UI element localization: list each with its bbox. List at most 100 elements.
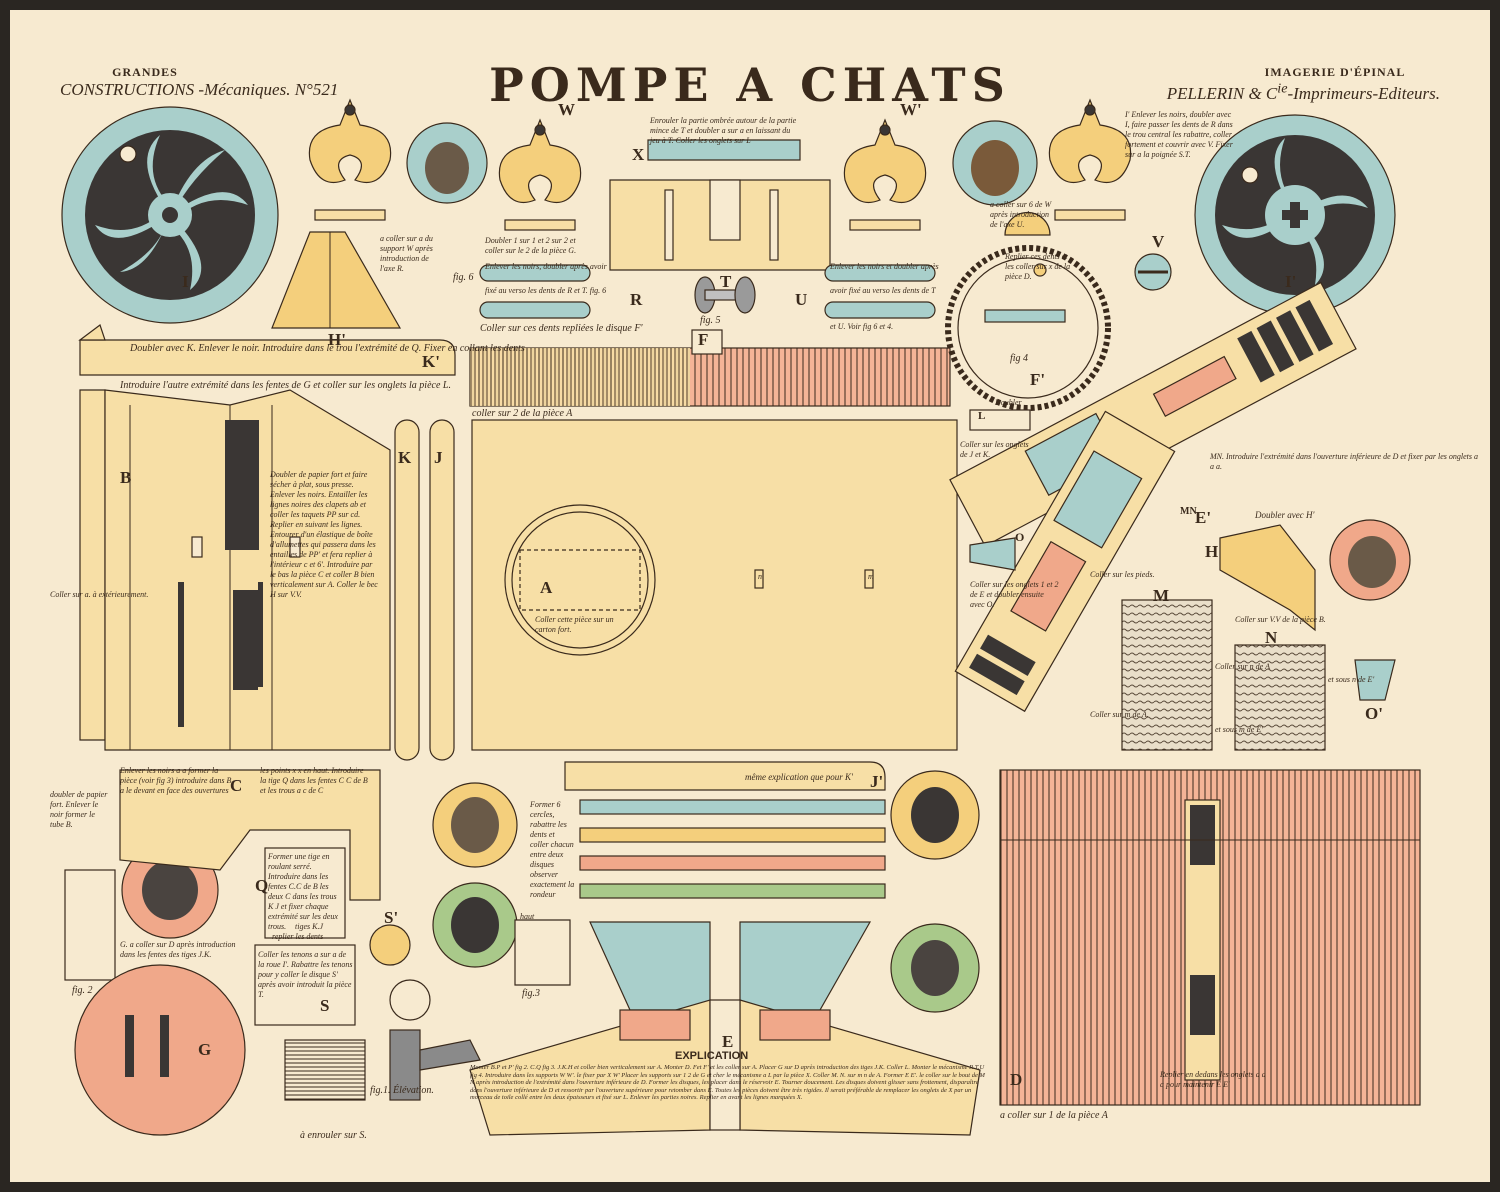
caption-coller-n-e2: et sous n de E'	[1328, 675, 1375, 684]
caption-coller-m-a: Coller sur m de A.	[1090, 710, 1149, 719]
label-A: A	[540, 578, 553, 597]
caption-haut: haut	[520, 912, 535, 921]
imprint-header: IMAGERIE D'ÉPINAL PELLERIN & Cie-Imprime…	[1110, 65, 1440, 104]
piece-O2	[1354, 659, 1396, 701]
piece-J2	[564, 761, 886, 791]
piece-E2-lower	[954, 410, 1176, 713]
caption-fig2: fig. 2	[72, 985, 93, 996]
caption-c-doubler: doubler de papier fort. Enlever le noir …	[50, 790, 108, 829]
caption-mn-intro: MN. Introduire l'extrémité dans l'ouvert…	[1210, 452, 1478, 471]
caption-q-text: Former une tige en roulant serré. Introd…	[268, 852, 338, 931]
label-H2: H'	[328, 330, 346, 349]
caption-q-replier: replier les dents	[272, 932, 324, 941]
label-H: H	[1205, 542, 1219, 561]
series-top: GRANDES	[112, 65, 178, 79]
caption-coller-pieds: Coller sur les pieds.	[1090, 570, 1155, 579]
piece-J	[429, 419, 455, 761]
piece-D	[999, 769, 1421, 1106]
piece-R	[479, 264, 591, 319]
imprint-title: PELLERIN & Cie-Imprimeurs-Editeurs.	[1166, 80, 1440, 103]
caption-coller-a-w2: a coller sur 6 de W après introduction d…	[990, 200, 1052, 229]
explication-title: EXPLICATION	[675, 1050, 749, 1062]
caption-fixe-verso-r: fixé au verso les dents de R et T. fig. …	[485, 286, 607, 295]
label-O2: O'	[1365, 704, 1383, 723]
label-R: R	[630, 290, 643, 309]
label-U: U	[795, 290, 808, 309]
piece-U	[824, 264, 936, 319]
caption-g: G. a coller sur D après introduction dan…	[120, 940, 236, 959]
label-O: O	[1015, 530, 1025, 544]
disk-strips	[579, 799, 886, 899]
caption-coller-1a: a coller sur 1 de la pièce A	[1000, 1110, 1108, 1121]
caption-b-text: Doubler de papier fort et faire sécher à…	[270, 470, 378, 599]
caption-coller-onglets-e: Coller sur les onglets 1 et 2 de E et do…	[970, 580, 1059, 609]
ornament-support-icon	[308, 98, 1132, 231]
label-E: E	[722, 1032, 734, 1051]
caption-doubler-k: Doubler avec K. Enlever le noir. Introdu…	[130, 343, 525, 354]
piece-F	[469, 329, 951, 407]
label-J: J	[434, 448, 443, 467]
piece-K	[394, 419, 420, 761]
page-title: POMPE A CHATS	[489, 58, 1011, 112]
label-J2: J'	[870, 772, 884, 791]
piece-E2	[949, 281, 1357, 547]
imprint-top: IMAGERIE D'ÉPINAL	[1264, 65, 1406, 79]
caption-coller-n-a: Coller sur n de A	[1215, 662, 1270, 671]
piece-F2-gear	[945, 245, 1111, 411]
piece-L	[969, 409, 1031, 431]
piece-B	[79, 389, 391, 751]
wheel-I-icon	[61, 106, 279, 324]
label-D: D	[1010, 1070, 1023, 1089]
label-K2: K'	[422, 352, 440, 371]
caption-enlever-noirs-u: Enlever les noirs et doubler après	[830, 262, 939, 271]
fig2-drawing	[64, 869, 116, 981]
piece-S	[254, 944, 356, 1026]
caption-s-text: Coller les tenons a sur a de la roue I'.…	[258, 950, 353, 999]
caption-coller-2a: coller sur 2 de la pièce A	[472, 408, 573, 419]
piece-S2	[369, 924, 411, 966]
caption-fig5: fig. 5	[700, 315, 721, 326]
caption-former-disques: Former 6 cercles, rabattre les dents et …	[530, 800, 575, 899]
caption-replier-onglets: Replier en dedans les onglets a a a pour…	[1160, 1070, 1266, 1089]
piece-G	[74, 964, 246, 1136]
caption-coller-exterieur: Coller sur a. à extérieurement.	[50, 590, 149, 599]
piece-H	[1219, 524, 1316, 632]
pump-machine-icon	[389, 979, 481, 1101]
label-I2: I'	[1285, 272, 1297, 291]
caption-coller-dents-f: Coller sur ces dents repliées le disque …	[480, 323, 643, 334]
label-G: G	[198, 1040, 212, 1059]
caption-coller-carton: Coller cette pièce sur un carton fort.	[535, 615, 614, 634]
caption-fixe-u2: et U. Voir fig 6 et 4.	[830, 322, 894, 331]
piece-M	[1121, 599, 1213, 751]
caption-enrouler-s: à enrouler sur S.	[300, 1130, 367, 1141]
caption-doubler-l: Doubler	[995, 398, 1022, 407]
label-T: T	[720, 272, 732, 291]
piece-K2	[79, 339, 456, 376]
label-C: C	[230, 776, 243, 795]
caption-q-tiges: tiges K.J	[295, 922, 323, 931]
piece-Q	[264, 847, 346, 939]
label-L: L	[978, 410, 986, 422]
label-S2: S'	[384, 908, 399, 927]
fig3-drawing	[514, 919, 571, 986]
label-N: N	[1265, 628, 1278, 647]
caption-c-text2: les points x x en haut. Introduire la ti…	[260, 766, 368, 795]
label-W: W	[558, 100, 575, 119]
caption-doubler-h: Doubler avec H'	[1255, 510, 1315, 520]
caption-replier-dents: Replier ces dents et les coller sur x de…	[1005, 252, 1071, 281]
caption-fig4: fig 4	[1010, 353, 1029, 364]
label-K: K	[398, 448, 412, 467]
label-Q: Q	[255, 876, 269, 895]
caption-n: n	[758, 572, 762, 581]
label-E2: E'	[1195, 508, 1212, 527]
piece-C	[119, 769, 381, 901]
caption-enlever-i: I' Enlever les noirs, doubler avec I, fa…	[1125, 110, 1233, 159]
piece-A	[471, 419, 958, 751]
caption-coller-n-e: et sous m de E'	[1215, 725, 1263, 734]
caption-introduire-g: Introduire l'autre extrémité dans les fe…	[120, 380, 451, 391]
caption-meme-expl: même explication que pour K'	[745, 772, 853, 782]
piece-E	[469, 921, 981, 1136]
wheel-I2-icon	[1194, 114, 1396, 316]
label-I: I	[182, 272, 189, 291]
caption-coller-onglets-jk: Coller sur les onglets de J et K.	[960, 440, 1029, 459]
